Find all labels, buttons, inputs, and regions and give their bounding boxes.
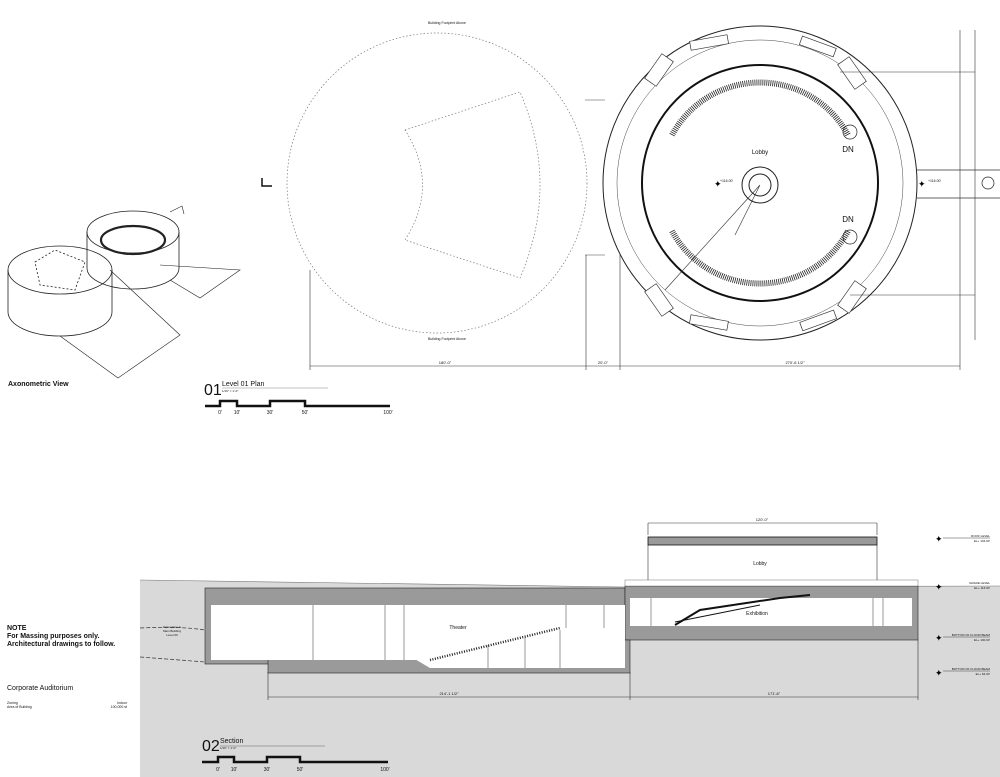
svg-text:100': 100' [383, 410, 392, 416]
dim-left-circle: 180'-0" [439, 360, 452, 365]
zoning-value: Indoor [117, 701, 128, 705]
svg-text:30': 30' [264, 767, 271, 773]
svg-text:10': 10' [231, 767, 238, 773]
section-scale: 1/16" = 1'-0" [220, 746, 236, 750]
elevation-entry: +116.00' [928, 179, 941, 183]
dn-label-top: DN [842, 145, 854, 154]
svg-text:0': 0' [218, 410, 222, 416]
svg-text:50': 50' [297, 767, 304, 773]
note-line: For Massing purposes only. [7, 633, 99, 640]
section-title: Section [220, 738, 243, 745]
axonometric-view [7, 205, 241, 379]
dim-section-left: 214'-1 1/2" [439, 691, 459, 696]
area-label: Area of Building [7, 705, 32, 709]
lobby-outer-wall [602, 25, 918, 341]
section-room-theater: Theater [449, 625, 467, 631]
footprint-marker-bottom: Building Footprint Above [428, 337, 466, 341]
footprint-marker-top: Building Footprint Above [428, 21, 466, 25]
left-circle-footprint [286, 32, 588, 334]
svg-text:EL+ 146.00': EL+ 146.00' [974, 539, 990, 543]
area-value: 100,000 sf [111, 705, 127, 709]
elevation-marker-icon: ✦ [714, 179, 722, 189]
project-info: Corporate Auditorium Zoning Area of Buil… [7, 685, 128, 709]
level-marker: ✦ BOTTOM OF FLOOR BEAM EL+ 100.00' [935, 633, 991, 643]
level-01-plan: 180'-0" 20'-0" 270'-6 1/2" Building Foot… [261, 21, 1000, 370]
room-lobby: Lobby [752, 150, 768, 156]
connection-label: Connection to [163, 625, 182, 629]
level-marker: ✦ GRADE LEVEL EL+ 116.00' [935, 581, 990, 592]
dim-lobby-width: 120'-0" [756, 517, 769, 522]
connection-label: Main Building [163, 629, 181, 633]
section-scale-bar: 0' 10' 30' 50' 100' [202, 755, 390, 773]
svg-text:GRADE LEVEL: GRADE LEVEL [969, 581, 990, 585]
svg-text:EL+ 84.00': EL+ 84.00' [976, 672, 991, 676]
plan-title: Level 01 Plan [222, 381, 265, 388]
elevation-center: +116.00' [720, 179, 733, 183]
section-drawing: 120'-0" 214'-1 1/2" 171'-6" Lobby Theate… [139, 517, 1000, 777]
note-line: Architectural drawings to follow. [7, 641, 115, 648]
svg-text:0': 0' [216, 767, 220, 773]
plan-number: 01 [204, 382, 222, 399]
level-marker: ✦ BOTTOM OF FLOOR BEAM EL+ 84.00' [935, 667, 991, 678]
plan-scale: 1/16" = 1'-0" [222, 389, 238, 393]
svg-text:ROOF LEVEL: ROOF LEVEL [971, 534, 990, 538]
section-room-lobby: Lobby [753, 561, 767, 567]
stair-bottom [669, 229, 851, 287]
level-marker: ✦ ROOF LEVEL EL+ 146.00' [935, 534, 990, 544]
lobby-inner-wall [641, 64, 879, 302]
svg-text:100': 100' [380, 767, 389, 773]
dim-right-circle: 270'-6 1/2" [785, 360, 805, 365]
plan-scale-bar: 0' 10' 30' 50' 100' [205, 399, 393, 416]
dn-label-bottom: DN [842, 215, 854, 224]
svg-text:BOTTOM OF FLOOR BEAM: BOTTOM OF FLOOR BEAM [952, 667, 991, 671]
note-block: NOTE For Massing purposes only. Architec… [7, 625, 115, 648]
dim-connector: 20'-0" [598, 360, 609, 365]
level-marker-icon: ✦ [935, 633, 943, 643]
axonometric-title: Axonometric View [8, 381, 69, 388]
connection-label: Level 00 [166, 633, 178, 637]
svg-text:EL+ 116.00': EL+ 116.00' [974, 586, 990, 590]
dim-section-right: 171'-6" [768, 691, 781, 696]
svg-text:EL+ 100.00': EL+ 100.00' [974, 638, 990, 642]
svg-text:10': 10' [234, 410, 241, 416]
note-heading: NOTE [7, 625, 27, 632]
auditorium-outline [404, 91, 541, 279]
svg-text:50': 50' [302, 410, 309, 416]
svg-text:BOTTOM OF FLOOR BEAM: BOTTOM OF FLOOR BEAM [952, 633, 991, 637]
level-marker-icon: ✦ [935, 582, 943, 592]
level-marker-icon: ✦ [935, 668, 943, 678]
elevation-marker-icon: ✦ [918, 179, 926, 189]
section-number: 02 [202, 738, 220, 755]
level-marker-icon: ✦ [935, 534, 943, 544]
zoning-label: Zoning [7, 701, 18, 705]
section-room-exhibition: Exhibition [746, 611, 768, 617]
svg-text:30': 30' [267, 410, 274, 416]
project-name: Corporate Auditorium [7, 685, 73, 692]
stair-top [669, 79, 851, 137]
